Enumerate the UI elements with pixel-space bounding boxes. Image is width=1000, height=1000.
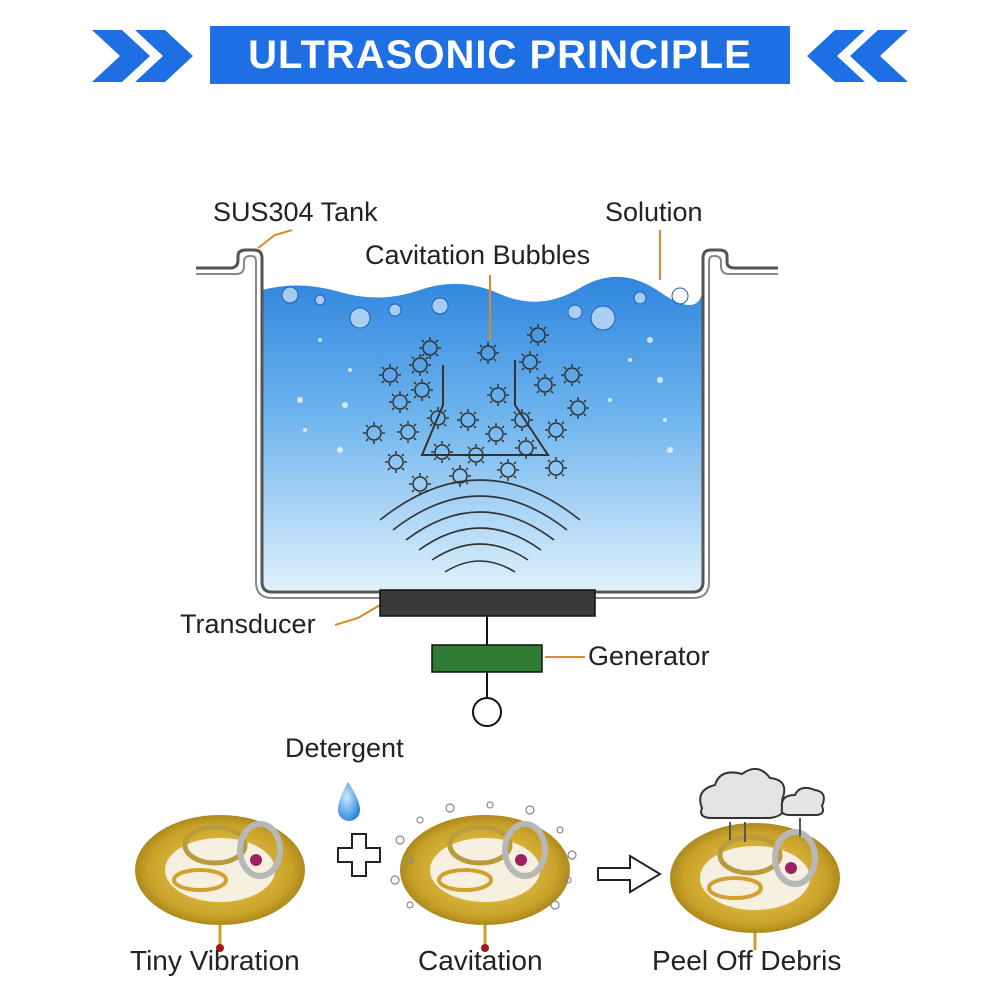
transducer-label: Transducer: [180, 609, 316, 639]
debris-cloud-icon: [699, 767, 825, 819]
solution-label: Solution: [605, 197, 703, 227]
step-peel-off-debris-caption: Peel Off Debris: [652, 945, 842, 976]
surface-bubbles: [281, 286, 689, 331]
arrow-right-icon: [597, 854, 662, 894]
solution-water: [262, 276, 703, 590]
rising-bubbles: [297, 337, 673, 453]
cavitation-bubbles-label: Cavitation Bubbles: [365, 240, 591, 270]
jewelry-image-1: [135, 815, 305, 952]
jewelry-image-3: [670, 767, 840, 950]
detergent-drop-icon: [338, 782, 360, 821]
transducer-block: [379, 589, 596, 617]
plus-icon: [337, 833, 381, 877]
page-title: ULTRASONIC PRINCIPLE: [210, 26, 790, 84]
leader-lines: [257, 229, 661, 658]
generator-block: [431, 644, 543, 673]
power-node-icon: [472, 697, 502, 727]
jewelry-image-2: [390, 801, 577, 952]
generator-label: Generator: [588, 641, 710, 671]
cavitation-bubbles: [363, 324, 589, 495]
tank-label: SUS304 Tank: [213, 197, 378, 227]
ultrasonic-waves: [379, 479, 581, 573]
step-tiny-vibration-caption: Tiny Vibration: [130, 945, 300, 976]
detergent-label: Detergent: [285, 733, 404, 763]
step-cavitation-caption: Cavitation: [418, 945, 543, 976]
